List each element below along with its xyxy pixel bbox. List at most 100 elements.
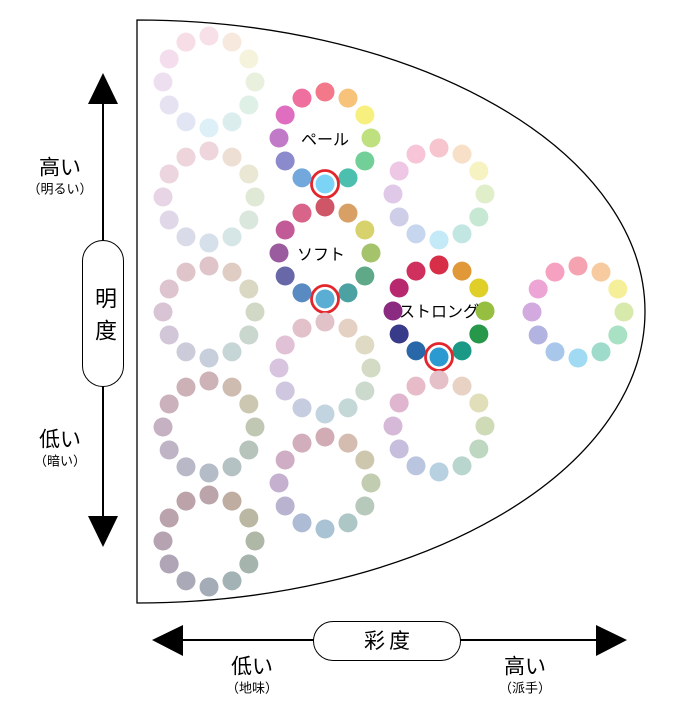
- color-dot: [389, 161, 409, 181]
- color-dot: [389, 439, 409, 459]
- arrowhead-left-icon: [152, 625, 183, 656]
- color-dot: [239, 440, 259, 460]
- color-dot: [159, 279, 179, 299]
- color-dot: [355, 496, 375, 516]
- color-dot: [338, 283, 358, 303]
- color-dot: [545, 342, 565, 362]
- color-dot: [275, 496, 295, 516]
- color-dot: [469, 278, 489, 298]
- color-dot: [355, 450, 375, 470]
- color-dot: [176, 342, 196, 362]
- color-dot: [292, 203, 312, 223]
- color-dot: [245, 417, 265, 437]
- color-dot: [315, 404, 335, 424]
- color-dot: [176, 491, 196, 511]
- arrowhead-up-icon: [88, 73, 118, 104]
- color-dot: [292, 398, 312, 418]
- color-dot: [199, 256, 219, 276]
- tone-ring: [153, 371, 265, 483]
- color-dot: [389, 324, 409, 344]
- color-dot: [239, 508, 259, 528]
- color-dot: [406, 144, 426, 164]
- color-dot: [239, 394, 259, 414]
- color-dot: [469, 393, 489, 413]
- color-dot: [269, 128, 289, 148]
- tone-ring: [153, 141, 265, 253]
- color-dot: [176, 457, 196, 477]
- color-dot: [199, 26, 219, 46]
- color-dot: [406, 341, 426, 361]
- color-dot: [429, 370, 449, 390]
- color-dot: [429, 138, 449, 158]
- color-dot: [153, 531, 173, 551]
- color-dot: [275, 151, 295, 171]
- color-dot: [159, 394, 179, 414]
- color-dot: [292, 168, 312, 188]
- color-dot: [159, 554, 179, 574]
- color-dot: [469, 207, 489, 227]
- color-dot: [222, 147, 242, 167]
- color-dot: [338, 433, 358, 453]
- color-dot: [315, 427, 335, 447]
- color-dot: [315, 312, 335, 332]
- color-dot: [222, 491, 242, 511]
- color-dot: [222, 32, 242, 52]
- color-dot: [469, 439, 489, 459]
- color-dot: [452, 224, 472, 244]
- color-dot: [245, 72, 265, 92]
- color-dot: [528, 279, 548, 299]
- color-dot: [315, 82, 335, 102]
- color-dot: [591, 262, 611, 282]
- color-dot: [159, 508, 179, 528]
- color-dot: [389, 207, 409, 227]
- color-dot: [222, 342, 242, 362]
- tone-label-pale: ペール: [300, 130, 350, 149]
- color-dot: [275, 335, 295, 355]
- color-dot: [199, 485, 219, 505]
- color-dot: [275, 450, 295, 470]
- color-dot: [568, 348, 588, 368]
- tone-ring-pale: [269, 82, 381, 199]
- color-dot: [239, 164, 259, 184]
- saturation-low-label: 低い: [231, 654, 273, 679]
- color-dot: [239, 279, 259, 299]
- tone-ring: [153, 256, 265, 368]
- color-dot: [429, 230, 449, 250]
- color-dot: [608, 279, 628, 299]
- lightness-high-label: 高い: [39, 155, 81, 180]
- color-dot: [608, 325, 628, 345]
- color-dot: [315, 519, 335, 539]
- color-dot: [153, 187, 173, 207]
- color-dot: [222, 112, 242, 132]
- color-dot: [338, 168, 358, 188]
- tone-label-soft: ソフト: [296, 245, 346, 264]
- tone-label-strong: ストロング: [398, 302, 480, 321]
- color-dot: [452, 456, 472, 476]
- color-dot: [338, 398, 358, 418]
- lightness-axis-title: 明度: [91, 286, 116, 351]
- color-dot: [452, 261, 472, 281]
- saturation-low-note: （地味）: [225, 681, 279, 697]
- tone-ring: [269, 312, 381, 424]
- color-dot: [429, 462, 449, 482]
- color-dot: [614, 302, 634, 322]
- color-dot: [475, 184, 495, 204]
- color-dot: [361, 243, 381, 263]
- color-dot: [159, 210, 179, 230]
- color-dot: [355, 220, 375, 240]
- color-dot: [176, 227, 196, 247]
- color-dot: [222, 227, 242, 247]
- color-dot: [153, 302, 173, 322]
- color-dot: [452, 376, 472, 396]
- color-dot: [275, 266, 295, 286]
- saturation-axis-title-box: 彩度: [313, 621, 461, 661]
- color-dot: [159, 325, 179, 345]
- color-dot: [338, 203, 358, 223]
- color-dot: [338, 513, 358, 533]
- color-dot: [338, 88, 358, 108]
- color-dot: [153, 417, 173, 437]
- tone-ring-strong: [383, 255, 495, 372]
- color-dot: [239, 325, 259, 345]
- saturation-high-label: 高い: [504, 654, 546, 679]
